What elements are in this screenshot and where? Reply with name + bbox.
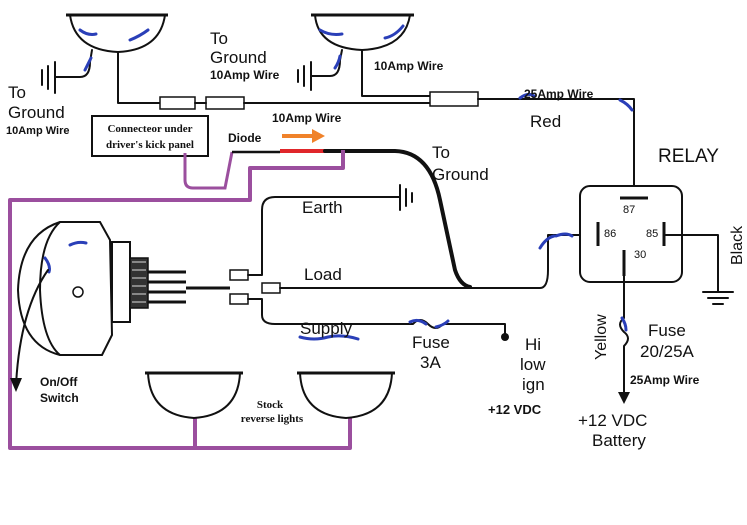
connector-block-1 (159, 96, 196, 110)
connector-block-2 (205, 96, 245, 110)
label-fuse-20-2: 20/25A (640, 342, 695, 361)
ground-symbol-relay (702, 291, 734, 305)
wire-supply (247, 298, 506, 336)
wire-left-light (117, 51, 161, 104)
connector-box: Connecteor under driver's kick panel (91, 115, 209, 157)
label-switch-2: Switch (40, 391, 79, 405)
label-load: Load (304, 265, 342, 284)
label-to-ground-left-1: To (8, 83, 26, 102)
label-diode: Diode (228, 131, 262, 145)
relay-pin-30: 30 (634, 249, 646, 261)
label-supply: Supply (300, 319, 352, 338)
relay-pin-85: 85 (646, 228, 658, 240)
label-10amp-top: 10Amp Wire (210, 68, 280, 82)
diode-purple-wire (183, 151, 234, 190)
ign-terminal (501, 333, 509, 341)
wire-right-light (361, 49, 431, 97)
label-to-ground-mid-2: Ground (432, 165, 489, 184)
diode-wire-to-ground (323, 149, 472, 289)
fog-light-right (311, 13, 414, 52)
label-battery-1: +12 VDC (578, 411, 647, 430)
wire-red-to-relay (477, 98, 635, 191)
label-10amp-diode: 10Amp Wire (272, 111, 342, 125)
switch-pointer-head (10, 378, 22, 392)
label-10amp-left: 10Amp Wire (6, 125, 69, 137)
label-10amp-right: 10Amp Wire (374, 59, 444, 73)
connector-label-1: Connecteor under (107, 123, 192, 135)
ground-symbol-left (41, 49, 93, 94)
battery-arrow (618, 392, 630, 404)
relay-pin-87: 87 (623, 204, 635, 216)
yellow-marker (620, 316, 628, 332)
ground-symbol-earth (399, 184, 413, 211)
label-12vdc-ign: +12 VDC (488, 402, 542, 417)
label-relay: RELAY (658, 146, 719, 167)
pin-connector-1 (229, 269, 249, 281)
label-battery-2: Battery (592, 431, 646, 450)
label-earth: Earth (302, 198, 343, 217)
harness-purple (8, 150, 352, 450)
label-hi: Hi (525, 335, 541, 354)
wire-earth (247, 196, 401, 276)
label-low: low (520, 355, 546, 374)
label-fuse-3a-2: 3A (420, 353, 441, 372)
label-fuse-3a-1: Fuse (412, 333, 450, 352)
label-switch-1: On/Off (40, 375, 78, 389)
connector-label-2: driver's kick panel (106, 139, 194, 151)
wire-yellow-battery (619, 275, 629, 401)
label-to-ground-left-2: Ground (8, 103, 65, 122)
ground-symbol-top (297, 49, 343, 91)
inline-connector-red (429, 91, 479, 107)
supply-underline (298, 334, 360, 341)
label-ign: ign (522, 375, 545, 394)
diode-arrow-head (312, 129, 325, 143)
label-25amp-top: 25Amp Wire (524, 87, 594, 101)
stock-light-left (145, 371, 243, 420)
wire-load (279, 234, 596, 289)
wire-black-ground (663, 234, 719, 293)
label-red: Red (530, 112, 561, 131)
pin-connector-3 (261, 282, 281, 294)
label-to-ground-top-2: Ground (210, 48, 267, 67)
fog-light-left (66, 13, 168, 54)
switch-pointer-line (15, 269, 49, 386)
label-stock-1: Stock (257, 399, 284, 411)
stock-light-right (297, 371, 395, 420)
relay-pin-86: 86 (604, 228, 616, 240)
switch-assembly (16, 221, 230, 356)
label-25amp-bottom: 25Amp Wire (630, 373, 700, 387)
label-yellow: Yellow (593, 314, 610, 360)
label-black: Black (729, 225, 746, 265)
label-stock-2: reverse lights (241, 413, 304, 425)
pin-connector-2 (229, 293, 249, 305)
label-to-ground-mid-1: To (432, 143, 450, 162)
label-fuse-20-1: Fuse (648, 321, 686, 340)
label-to-ground-top-1: To (210, 29, 228, 48)
fuse-marker (408, 318, 450, 329)
